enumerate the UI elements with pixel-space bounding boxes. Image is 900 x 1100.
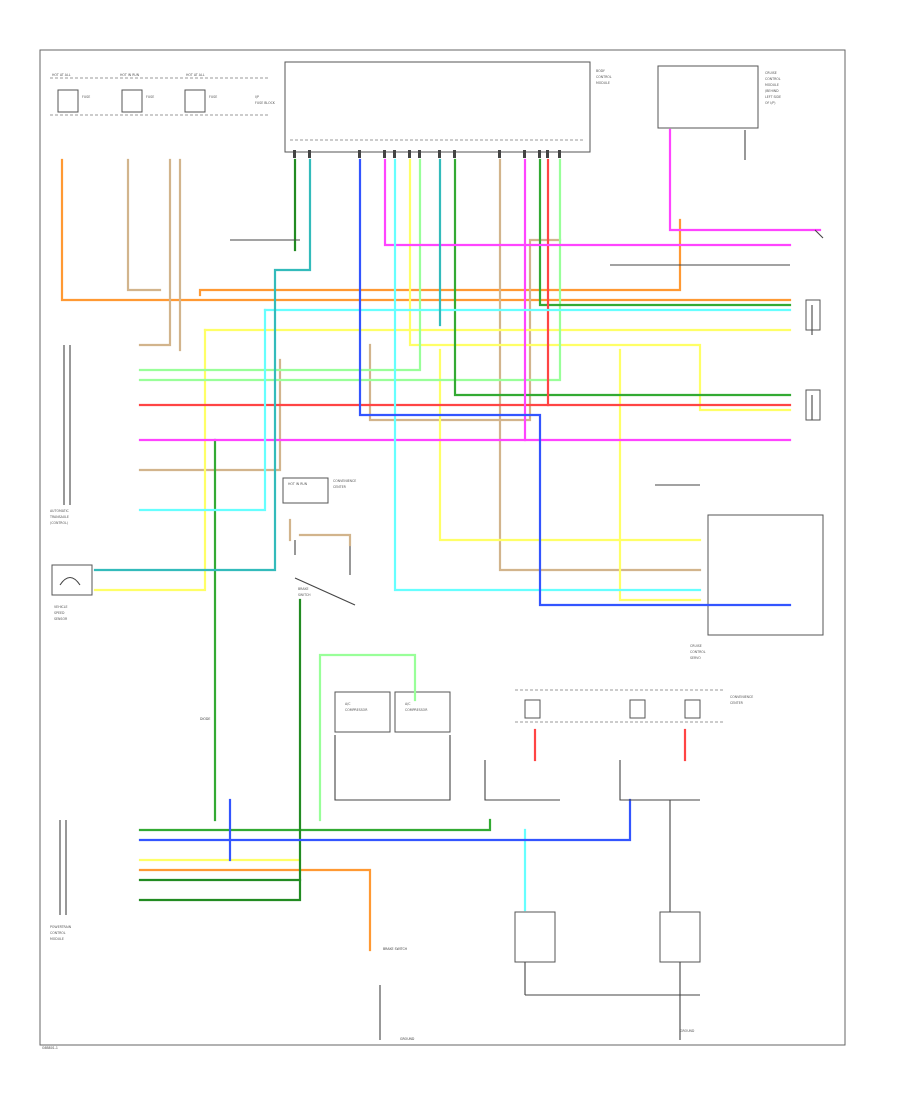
svg-text:OF I/P): OF I/P) (765, 101, 776, 105)
svg-text:CONVENIENCE: CONVENIENCE (333, 479, 356, 483)
svg-text:BRAKE: BRAKE (298, 587, 309, 591)
svg-text:A/C: A/C (345, 702, 351, 706)
wire-blue (138, 158, 792, 862)
wire-orange (60, 158, 792, 952)
svg-text:(BEHIND: (BEHIND (765, 89, 779, 93)
svg-text:MODULE: MODULE (50, 937, 64, 941)
module-middle: A/C COMPRESSOR A/C COMPRESSOR (334, 691, 451, 733)
left-connector-stack: AUTOMATIC TRANSAXLE (CONTROL) (49, 345, 71, 525)
svg-text:HOT AT ALL: HOT AT ALL (186, 73, 205, 77)
svg-text:CONTROL: CONTROL (690, 650, 706, 654)
label-diode: DIODE (200, 717, 210, 721)
wire-lightgreen (138, 158, 562, 822)
wire-yellow (93, 158, 792, 862)
svg-text:FUSE: FUSE (146, 95, 154, 99)
module-pins (293, 150, 561, 158)
svg-text:MODULE: MODULE (596, 81, 610, 85)
figure-id: G6B801-1 (42, 1046, 58, 1050)
svg-text:HOT AT ALL: HOT AT ALL (52, 73, 71, 77)
right-terminals (805, 229, 824, 421)
svg-text:BODY: BODY (596, 69, 605, 73)
svg-text:CENTER: CENTER (333, 485, 347, 489)
svg-text:AUTOMATIC: AUTOMATIC (50, 509, 70, 513)
wire-teal (93, 158, 442, 572)
module-top-right: CRUISE CONTROL MODULE (BEHIND LEFT SIDE … (657, 65, 781, 129)
svg-text:CONVENIENCE: CONVENIENCE (730, 695, 753, 699)
svg-text:CONTROL: CONTROL (50, 931, 66, 935)
wire-red (138, 158, 792, 762)
svg-text:FUSE: FUSE (82, 95, 90, 99)
wire-pink (138, 128, 822, 442)
svg-text:CRUISE: CRUISE (765, 71, 777, 75)
control-module-top: BODY CONTROL MODULE (284, 61, 612, 153)
svg-text:GROUND: GROUND (680, 1029, 695, 1033)
svg-text:COMPRESSOR: COMPRESSOR (345, 708, 368, 712)
svg-text:A/C: A/C (405, 702, 411, 706)
svg-text:LEFT SIDE: LEFT SIDE (765, 95, 781, 99)
svg-text:MODULE: MODULE (765, 83, 779, 87)
module-right-middle: CRUISE CONTROL SERVO (690, 514, 824, 660)
svg-text:SENSOR: SENSOR (54, 617, 68, 621)
label-brake-switch: BRAKE SWITCH (383, 947, 408, 951)
svg-text:POWERTRAIN: POWERTRAIN (50, 925, 72, 929)
wire-black (230, 130, 790, 1040)
svg-text:SERVO: SERVO (690, 656, 701, 660)
svg-text:CRUISE: CRUISE (690, 644, 702, 648)
label-ground: GROUND (400, 1037, 415, 1041)
svg-text:CENTER: CENTER (730, 701, 744, 705)
bottom-right-grounds: GROUND (514, 911, 701, 1033)
svg-text:SPEED: SPEED (54, 611, 65, 615)
wire-cyan (138, 158, 792, 912)
wire-green (138, 158, 792, 832)
svg-text:FUSE: FUSE (209, 95, 217, 99)
svg-text:COMPRESSOR: COMPRESSOR (405, 708, 428, 712)
svg-text:TRANSAXLE: TRANSAXLE (49, 515, 69, 519)
svg-text:(CONTROL): (CONTROL) (50, 521, 68, 525)
module-bottom-left: POWERTRAIN CONTROL MODULE (50, 820, 72, 941)
diagram-border (39, 49, 846, 1046)
svg-text:HOT IN RUN: HOT IN RUN (120, 73, 140, 77)
fuse-block-top-left: HOT AT ALL HOT IN RUN HOT AT ALL FUSE FU… (50, 73, 276, 116)
fuse-block-bottom-right: CONVENIENCE CENTER (515, 689, 753, 723)
center-switch: HOT IN RUN CONVENIENCE CENTER BRAKE SWIT… (282, 477, 356, 606)
speed-sensor-left: VEHICLE SPEED SENSOR (51, 564, 93, 621)
svg-text:CONTROL: CONTROL (596, 75, 612, 79)
svg-text:SWITCH: SWITCH (298, 593, 311, 597)
svg-text:I/P: I/P (255, 95, 259, 99)
svg-text:FUSE BLOCK: FUSE BLOCK (255, 101, 276, 105)
svg-text:VEHICLE: VEHICLE (54, 605, 68, 609)
wire-darkgreen (138, 158, 302, 902)
svg-text:CONTROL: CONTROL (765, 77, 781, 81)
svg-text:HOT IN RUN: HOT IN RUN (288, 482, 308, 486)
wire-tan (126, 158, 702, 572)
